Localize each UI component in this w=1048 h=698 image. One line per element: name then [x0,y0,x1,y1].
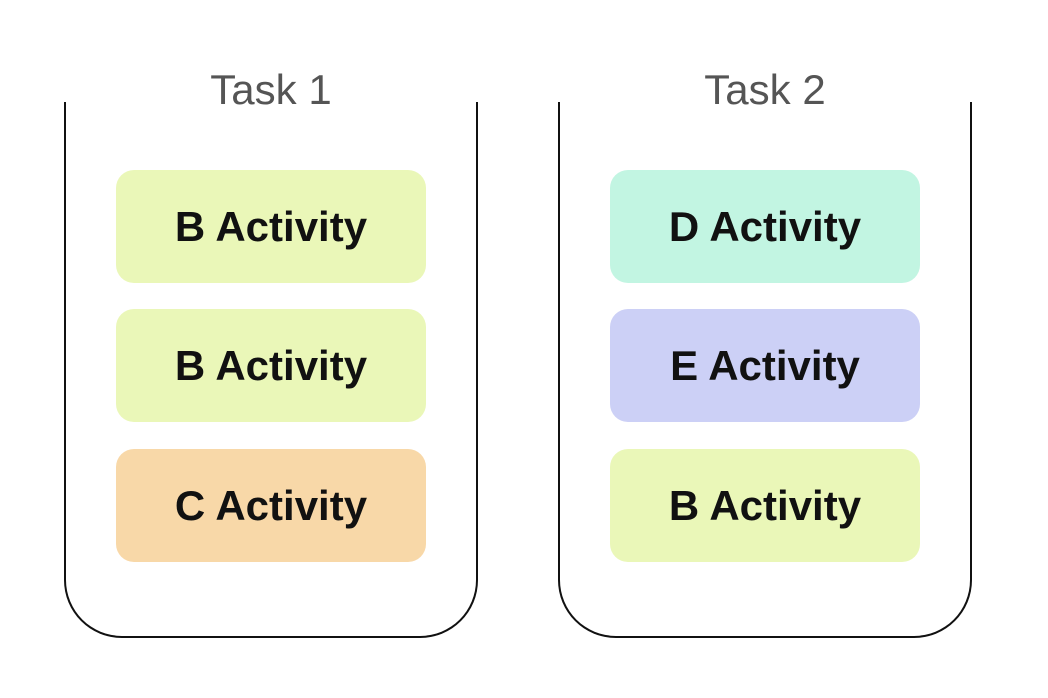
activity-block: E Activity [610,309,920,422]
task-2-column: Task 2 D Activity E Activity B Activity [558,0,972,640]
activity-block: D Activity [610,170,920,283]
task-stack-container: D Activity E Activity B Activity [558,102,972,638]
activity-block: C Activity [116,449,426,562]
task-title: Task 1 [210,66,332,113]
activity-block: B Activity [116,309,426,422]
activity-block: B Activity [116,170,426,283]
task-title: Task 2 [704,66,826,113]
task-stack-container: B Activity B Activity C Activity [64,102,478,638]
task-1-column: Task 1 B Activity B Activity C Activity [64,0,478,640]
activity-block: B Activity [610,449,920,562]
